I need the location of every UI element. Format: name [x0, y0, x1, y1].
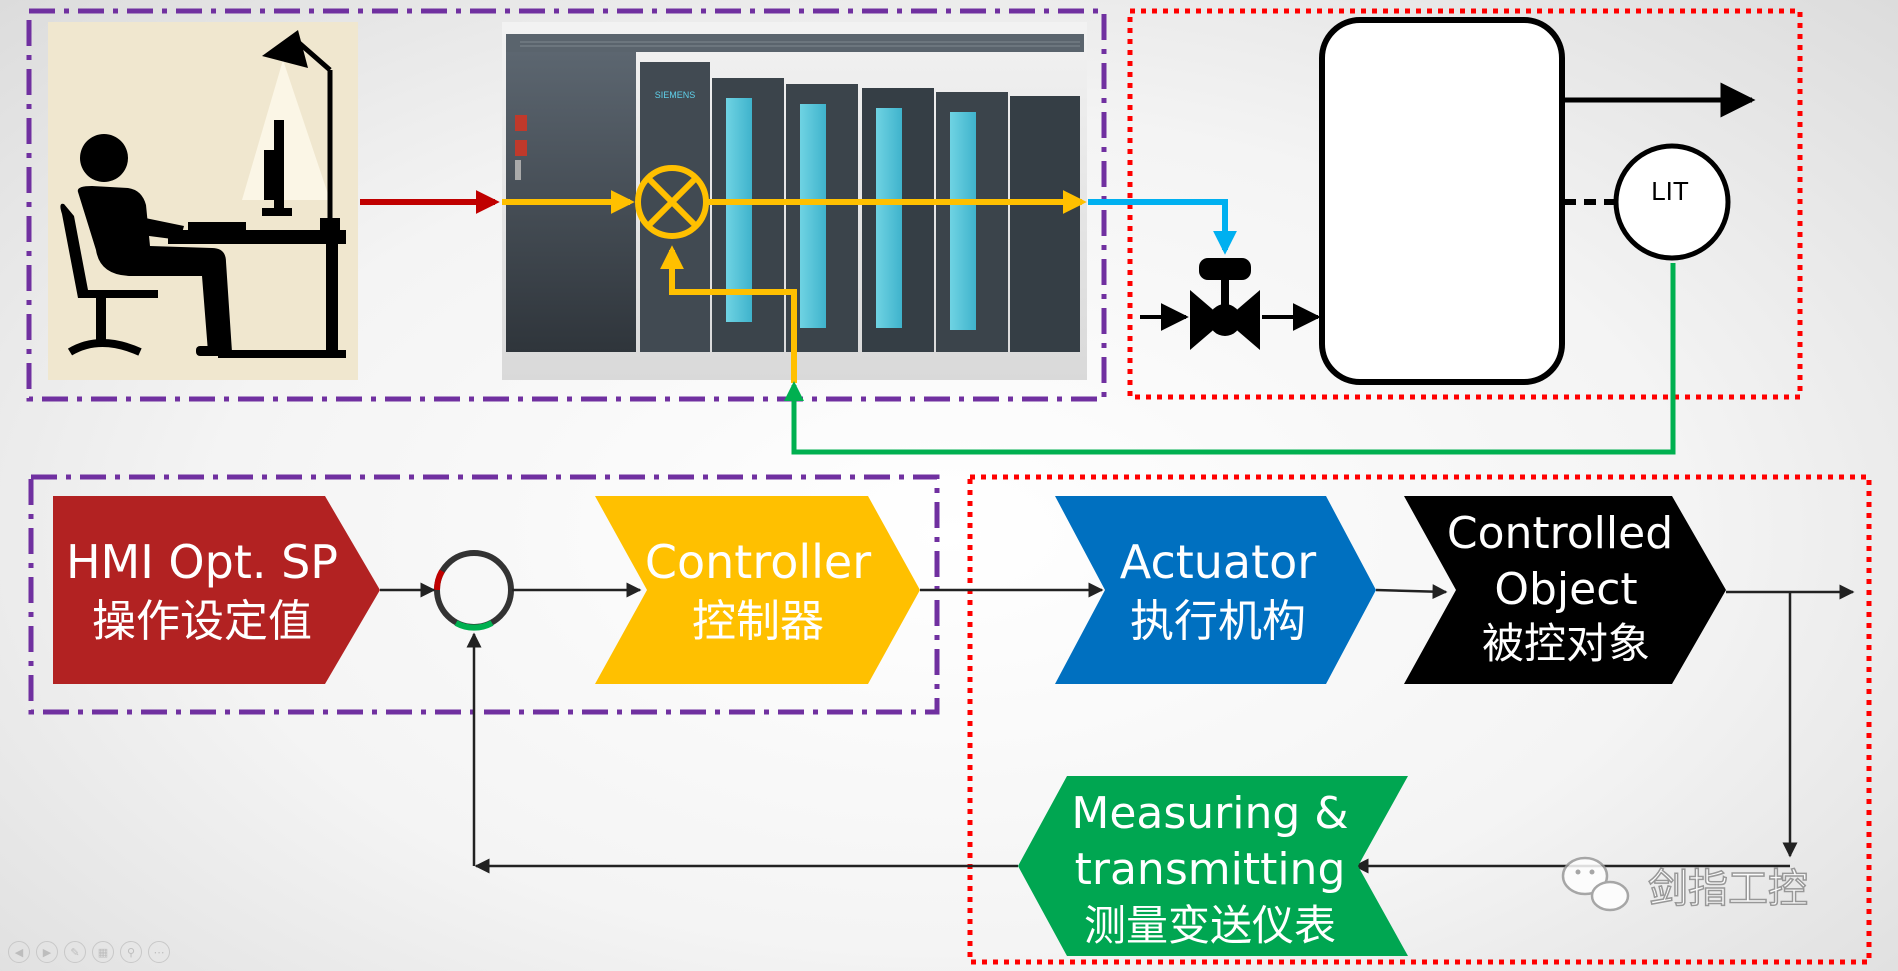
hmi-block-label-cn: 操作设定值 — [92, 596, 312, 647]
operator-workstation-picture — [48, 22, 358, 380]
controlled-block-label-en1: Controlled — [1447, 508, 1673, 559]
actuator-block: Actuator 执行机构 — [1055, 496, 1376, 684]
control-valve-icon — [1190, 258, 1260, 350]
watermark-text: 剑指工控 — [1648, 866, 1808, 912]
person-icon — [77, 134, 233, 356]
desk — [168, 230, 346, 244]
actuator-block-label-cn: 执行机构 — [1130, 596, 1306, 647]
controlled-object-block: Controlled Object 被控对象 — [1404, 496, 1726, 684]
measuring-block-label-cn: 测量变送仪表 — [1084, 901, 1336, 950]
slides-icon[interactable]: ▦ — [92, 941, 114, 963]
controller-group-frame — [28, 474, 940, 715]
summing-junction-icon — [502, 165, 1087, 383]
chair-icon — [60, 203, 158, 356]
plc-brand-label: SIEMENS — [655, 90, 696, 100]
next-icon[interactable]: ▶ — [36, 941, 58, 963]
controller-block-label-en: Controller — [645, 535, 871, 589]
measuring-transmitting-block: Measuring & transmitting 测量变送仪表 — [1018, 776, 1408, 956]
controller-block: Controller 控制器 — [595, 496, 920, 684]
zoom-icon[interactable]: ⚲ — [120, 941, 142, 963]
level-transmitter-icon: LIT — [1613, 143, 1731, 261]
hmi-block-label-en: HMI Opt. SP — [66, 535, 338, 589]
controlled-block-label-cn: 被控对象 — [1482, 619, 1650, 668]
comparator-icon — [433, 550, 514, 631]
pen-icon[interactable]: ✎ — [64, 941, 86, 963]
wechat-icon — [1561, 856, 1630, 912]
actuator-to-object-arrow — [1375, 584, 1448, 600]
hmi-setpoint-block: HMI Opt. SP 操作设定值 — [53, 496, 380, 684]
controlled-block-label-en2: Object — [1494, 564, 1637, 615]
tank-vessel — [1319, 17, 1565, 385]
slideshow-controls: ◀ ▶ ✎ ▦ ⚲ ⋯ — [8, 941, 170, 963]
measuring-block-label-en1: Measuring & — [1071, 788, 1348, 839]
more-icon[interactable]: ⋯ — [148, 941, 170, 963]
feedback-signal-line — [784, 263, 1676, 455]
hmi-controller-group-frame — [26, 8, 1107, 402]
lit-label: LIT — [1651, 176, 1689, 206]
watermark: 剑指工控 — [1561, 856, 1809, 913]
control-output-signal-arrow — [1088, 199, 1237, 255]
measuring-block-label-en2: transmitting — [1075, 844, 1346, 895]
controller-block-label-cn: 控制器 — [692, 596, 824, 647]
prev-icon[interactable]: ◀ — [8, 941, 30, 963]
actuator-block-label-en: Actuator — [1120, 535, 1317, 589]
monitor-icon — [262, 120, 292, 216]
